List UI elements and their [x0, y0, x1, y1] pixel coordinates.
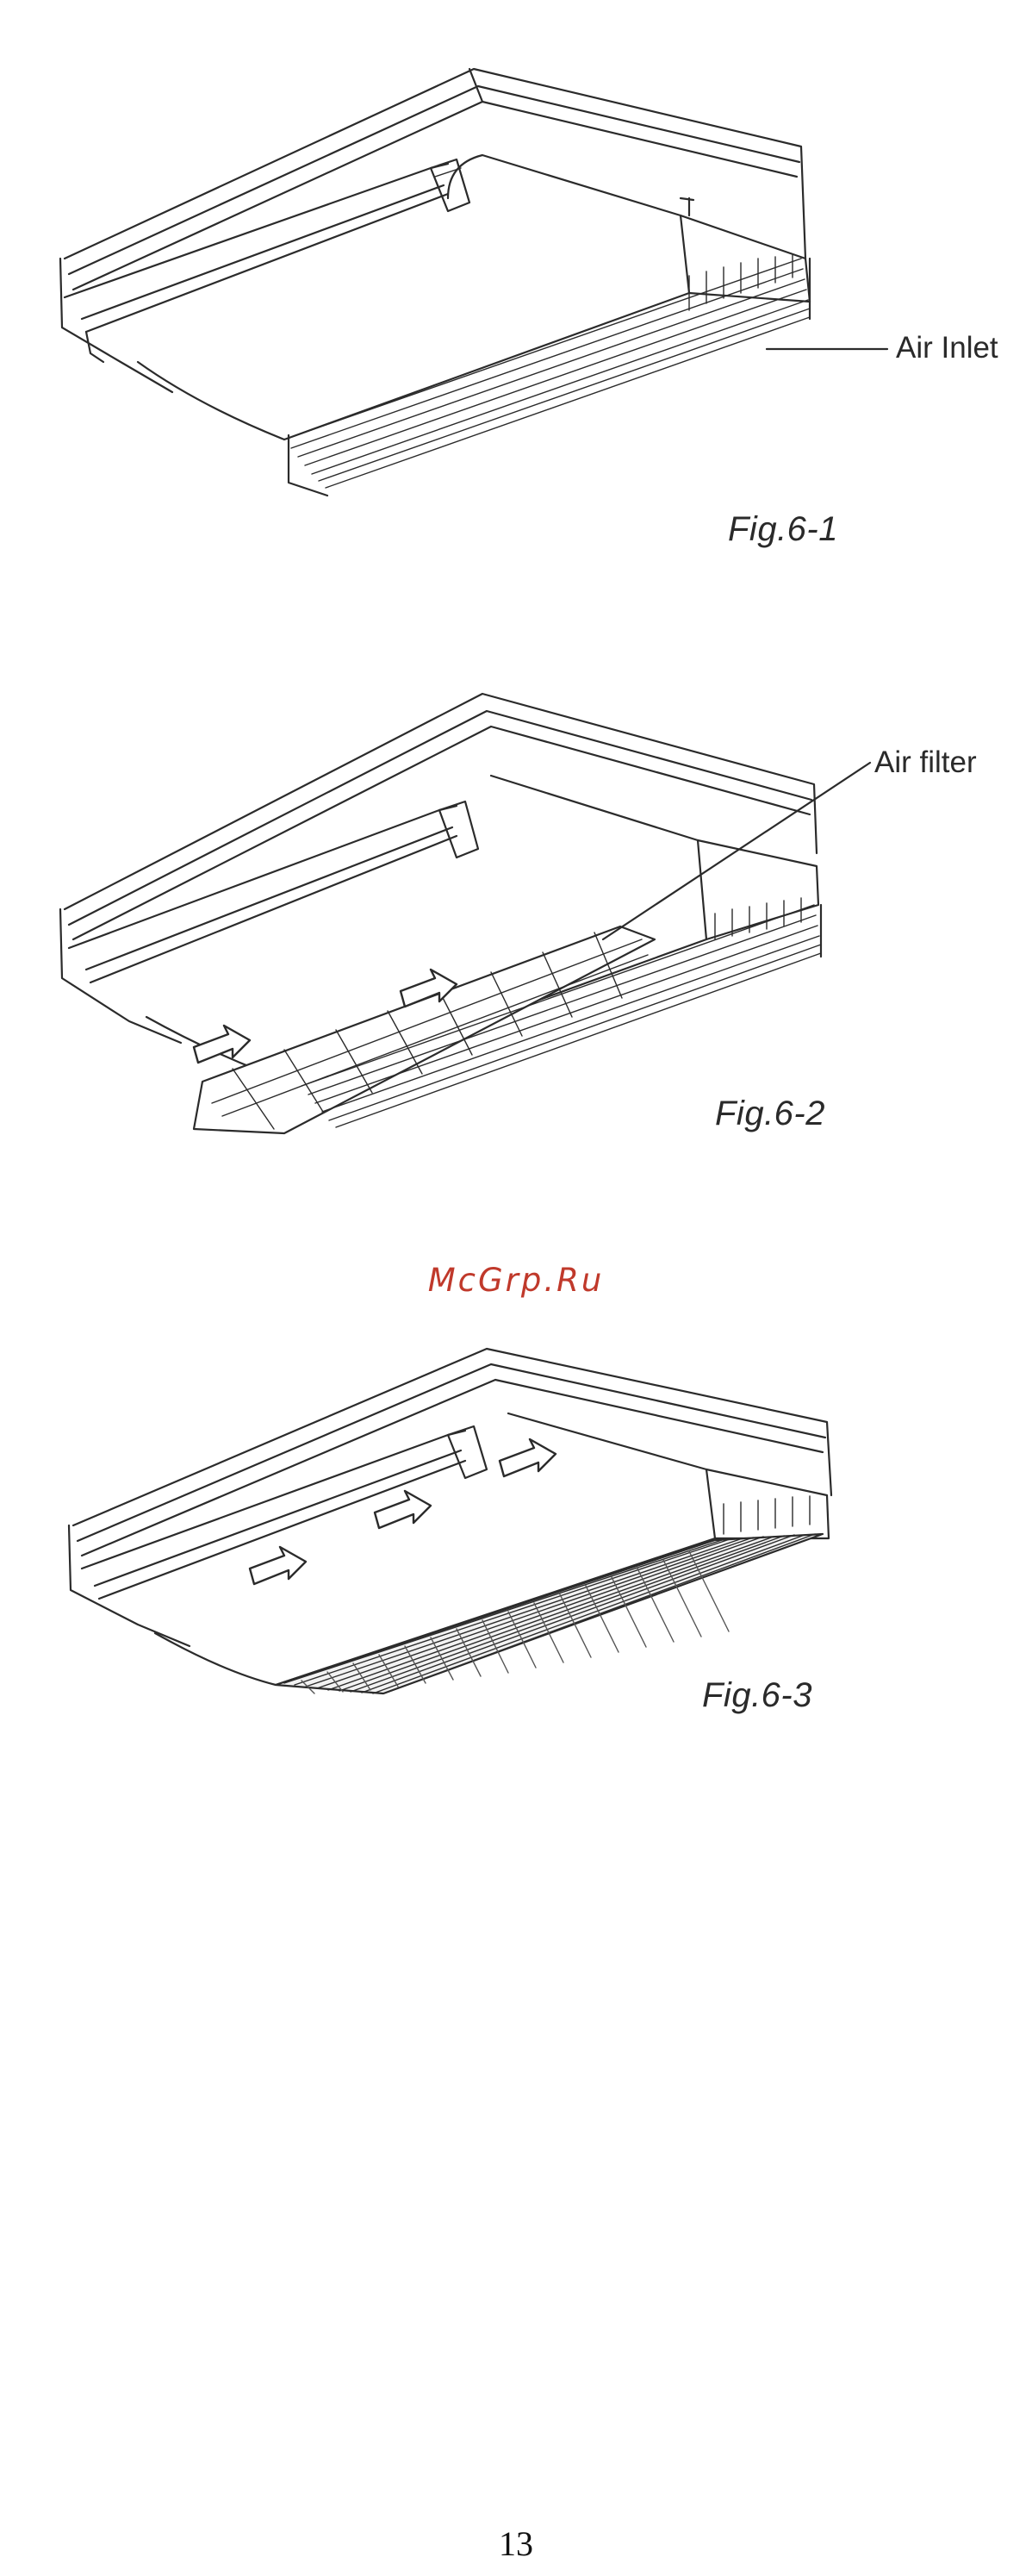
page-number: 13: [0, 2523, 1032, 2564]
indoor-unit-drawing-filter-installed: [0, 1340, 1032, 1737]
figure-caption: Fig.6-3: [702, 1676, 812, 1715]
watermark: McGrp.Ru: [0, 1262, 1032, 1299]
flow-arrow: [375, 1491, 431, 1528]
figure-caption: Fig.6-2: [715, 1095, 825, 1133]
flow-arrow: [194, 1026, 250, 1063]
figure-6-1: Air Inlet Fig.6-1: [0, 0, 1032, 560]
flow-arrow: [500, 1439, 556, 1476]
figure-6-2: Air filter Fig.6-2: [0, 681, 1032, 1163]
indoor-unit-drawing-air-inlet: [0, 0, 1032, 560]
flow-arrow: [250, 1547, 306, 1584]
air-inlet-label: Air Inlet: [896, 331, 998, 365]
air-filter-label: Air filter: [874, 745, 977, 780]
figure-6-3: Fig.6-3: [0, 1340, 1032, 1737]
figure-caption: Fig.6-1: [728, 510, 838, 549]
